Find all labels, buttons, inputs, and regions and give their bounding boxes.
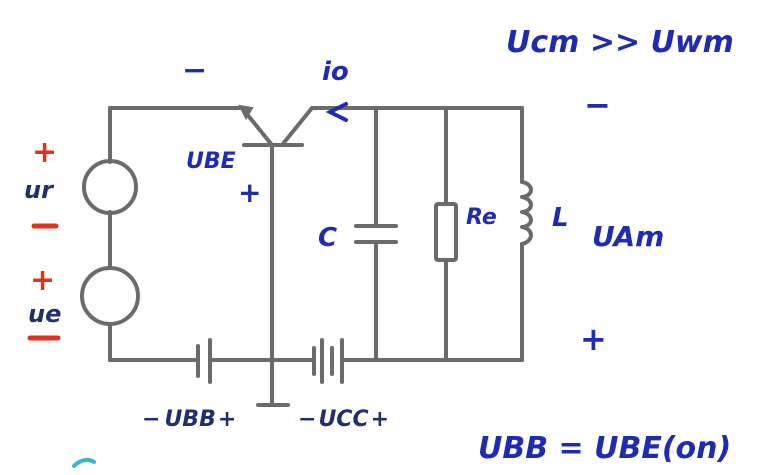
- label-ubb-battery: −UBB+: [142, 407, 236, 432]
- label-uam-minus: −: [584, 86, 611, 124]
- label-ube-plus: +: [238, 176, 261, 209]
- resistor-re: [434, 202, 458, 262]
- label-ue-plus: +: [30, 263, 55, 298]
- label-ubb-equation: UBB = UBE(on): [478, 431, 731, 466]
- label-uam-plus: +: [580, 320, 607, 358]
- capacitor: [354, 224, 398, 244]
- circuit-wires: [108, 106, 524, 407]
- source-ue: [80, 266, 140, 326]
- label-ue: ue: [28, 300, 61, 328]
- battery-ucc: [312, 338, 344, 384]
- label-l: L: [552, 203, 569, 233]
- label-io: io: [322, 57, 349, 87]
- transistor-symbol: [238, 104, 314, 147]
- inductor-l: [520, 180, 533, 246]
- label-ucc-battery: −UCC+: [298, 407, 389, 432]
- battery-ubb: [196, 338, 212, 384]
- label-ur-plus: +: [32, 135, 57, 170]
- stray-mark: [72, 457, 96, 468]
- io-arrow: [325, 102, 348, 122]
- label-re: Re: [466, 205, 497, 230]
- label-c: C: [318, 223, 337, 253]
- label-ur: ur: [24, 176, 55, 204]
- label-uam: UAm: [592, 220, 664, 253]
- label-ucm-relation: Ucm >> Uwm: [506, 25, 734, 60]
- label-ube: UBE: [186, 149, 236, 174]
- label-transistor-minus: −: [182, 53, 207, 88]
- source-ur: [82, 159, 138, 215]
